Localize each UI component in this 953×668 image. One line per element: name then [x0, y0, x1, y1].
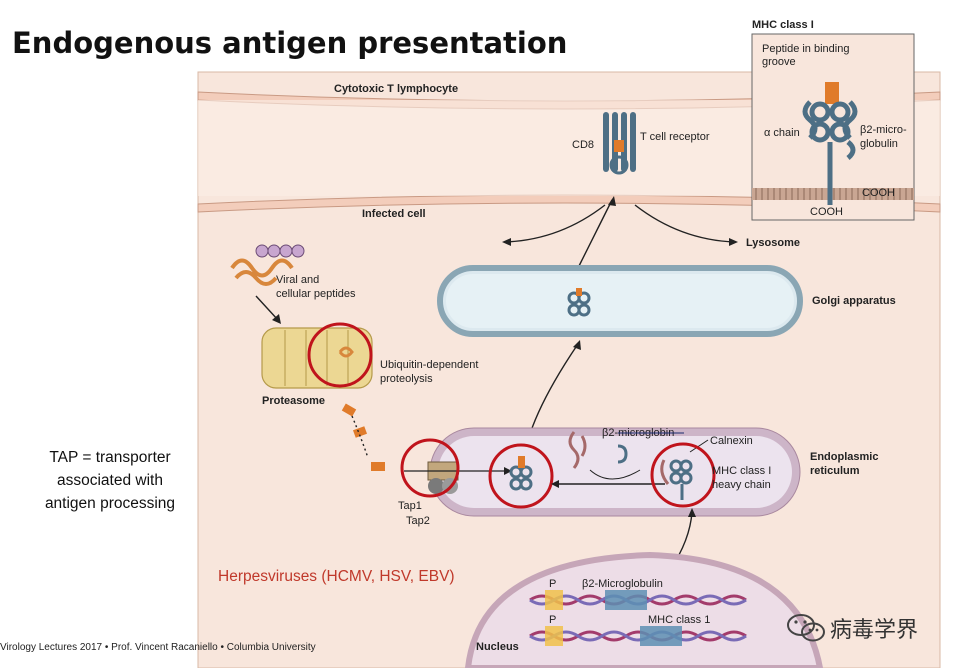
tap-note-line-1: TAP = transporter	[49, 449, 171, 466]
tap1-label: Tap1	[398, 500, 422, 512]
mhc-in-golgi	[567, 291, 591, 317]
nucleus-label: Nucleus	[476, 641, 519, 653]
er-label-2: reticulum	[810, 465, 860, 477]
tap-note-line-2: associated with	[57, 472, 163, 489]
inset-b2m-1: β2-micro-	[860, 124, 907, 136]
mhc-loaded-er	[509, 465, 533, 491]
inset-peptide-1: Peptide in binding	[762, 43, 849, 55]
tcr-label: T cell receptor	[640, 131, 710, 143]
inset-cooh-1: COOH	[862, 187, 895, 199]
viral-peptides-label-2: cellular peptides	[276, 288, 356, 300]
lysosome-label: Lysosome	[746, 237, 800, 249]
gene-b2m-label: β2-Microglobulin	[582, 578, 663, 590]
heavy-chain-unfolded	[568, 431, 587, 469]
proteasome-highlight	[307, 322, 373, 388]
mhc-heavy-label-2: heavy chain	[712, 479, 771, 491]
inset-alpha: α chain	[764, 127, 800, 139]
gene-p1-label: P	[549, 578, 556, 590]
trafficking-arrows	[504, 199, 736, 269]
mhc-inset: MHC class I Peptide in bindi	[751, 19, 915, 221]
infected-cell-label: Infected cell	[362, 208, 426, 220]
mhc-loaded-highlight	[488, 443, 554, 509]
tap-highlight	[400, 438, 460, 498]
b2m-free	[617, 444, 628, 464]
er-label-1: Endoplasmic	[810, 451, 878, 463]
inset-title: MHC class I	[752, 19, 814, 31]
proteasome-label: Proteasome	[262, 395, 325, 407]
tap-note: TAP = transporter associated with antige…	[20, 446, 200, 515]
peptide-fragments	[341, 403, 385, 471]
dna-mhc-gene	[529, 626, 747, 646]
tap2-label: Tap2	[406, 515, 430, 527]
viral-peptide-coil	[230, 258, 294, 286]
proteasome	[261, 327, 373, 389]
wechat-icon	[787, 614, 825, 642]
inset-peptide-2: groove	[762, 56, 796, 68]
mhc-heavy-label-1: MHC class I	[712, 465, 771, 477]
calnexin-label: Calnexin	[710, 435, 753, 447]
inset-cooh-2: COOH	[810, 206, 843, 218]
ubiquitin-label-2: proteolysis	[380, 373, 433, 385]
cd8-label: CD8	[572, 139, 594, 151]
slide-title: Endogenous antigen presentation	[12, 26, 568, 60]
mhc-heavy-highlight	[650, 442, 716, 508]
footer-credit: Virology Lectures 2017 • Prof. Vincent R…	[0, 642, 316, 653]
mhc-heavy-chain-er	[669, 459, 693, 500]
ubiquitin-label-1: Ubiquitin-dependent	[380, 359, 478, 371]
tcr-complex	[603, 112, 636, 175]
watermark-text: 病毒学界	[830, 617, 919, 642]
ubiquitin-chain	[255, 244, 305, 258]
dna-b2m-gene	[529, 590, 747, 610]
golgi-label: Golgi apparatus	[812, 295, 896, 307]
gene-mhc-label: MHC class 1	[648, 614, 710, 626]
watermark: 病毒学界	[786, 612, 918, 644]
inset-b2m-2: globulin	[860, 138, 898, 150]
herpesviruses-label: Herpesviruses (HCMV, HSV, EBV)	[218, 568, 455, 585]
ctl-label: Cytotoxic T lymphocyte	[334, 83, 458, 95]
gene-p2-label: P	[549, 614, 556, 626]
viral-peptides-label-1: Viral and	[276, 274, 319, 286]
tap-note-line-3: antigen processing	[44, 495, 176, 512]
